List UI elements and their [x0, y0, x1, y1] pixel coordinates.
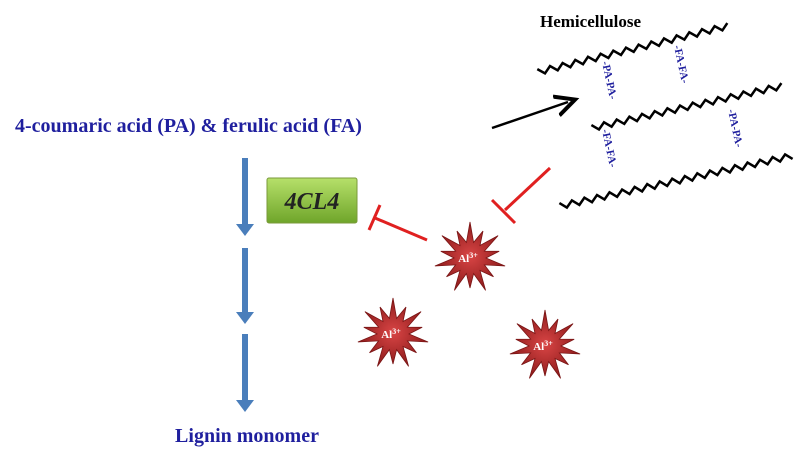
incorporation-arrow: [491, 102, 568, 130]
linker-pa-pa-2: -PA-PA-: [725, 108, 745, 149]
linkers: -PA-PA- -FA-FA- -FA-FA- -PA-PA-: [599, 44, 745, 169]
hemicellulose-chain-1: [536, 22, 729, 76]
precursors-label: 4-coumaric acid (PA) & ferulic acid (FA): [15, 115, 362, 137]
linker-fa-fa-2: -FA-FA-: [599, 128, 619, 169]
enzyme-label: 4CL4: [284, 189, 340, 215]
star-icon: [434, 221, 506, 291]
star-icon: [509, 309, 581, 379]
star-icon: [357, 297, 429, 367]
al3-ion-star-3: Al3+: [509, 309, 581, 379]
pathway-arrows: [236, 158, 254, 412]
al3-ion-star-2: Al3+: [357, 297, 429, 367]
linker-pa-pa-1: -PA-PA-: [599, 60, 619, 101]
pathway-arrow-2: [236, 248, 254, 324]
pathway-arrow-3: [236, 334, 254, 412]
pathway-arrow-1: [236, 158, 254, 236]
enzyme-box: 4CL4: [266, 177, 358, 224]
hemicellulose-label: Hemicellulose: [540, 12, 641, 31]
hemicellulose-chains: [536, 22, 794, 210]
al3-ion-star-1: Al3+: [434, 221, 506, 291]
hemicellulose-chain-3: [558, 152, 794, 210]
inhibition-hemicellulose: [490, 166, 552, 225]
lignin-monomer-label: Lignin monomer: [175, 425, 319, 447]
linker-fa-fa-1: -FA-FA-: [671, 44, 691, 85]
hemicellulose-chain-2: [590, 82, 783, 132]
inhibition-4cl4: [367, 204, 428, 242]
